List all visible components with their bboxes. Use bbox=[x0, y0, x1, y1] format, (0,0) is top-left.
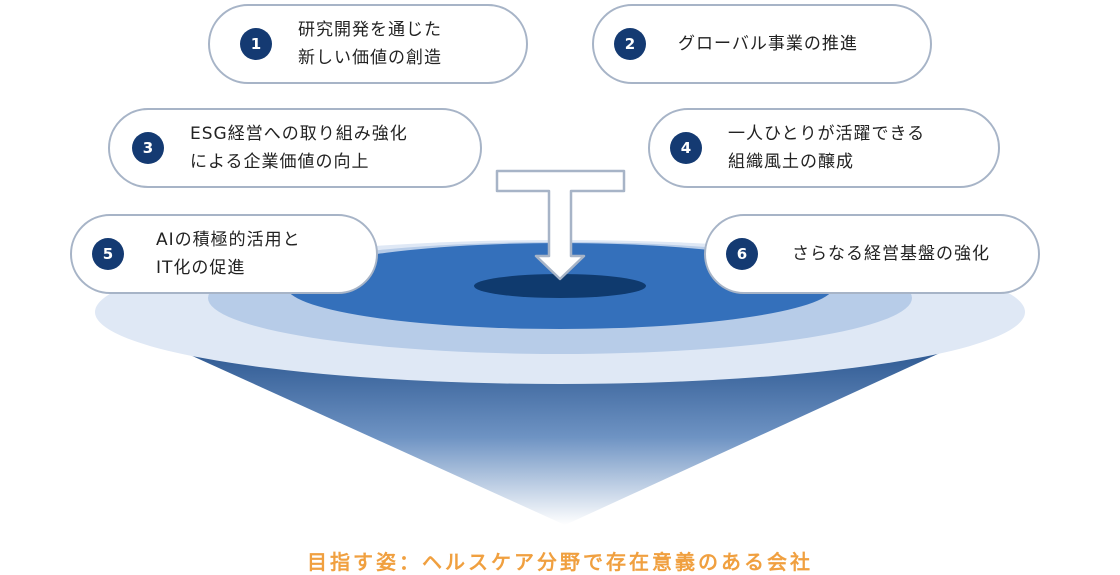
funnel-cone bbox=[135, 330, 990, 525]
item-label-line: ESG経営への取り組み強化 bbox=[190, 124, 408, 144]
item-label-line: 一人ひとりが活躍できる bbox=[728, 124, 926, 144]
item-number-badge: 6 bbox=[726, 238, 758, 270]
item-number-badge: 2 bbox=[614, 28, 646, 60]
item-label: さらなる経営基盤の強化 bbox=[792, 240, 990, 268]
item-label-line: 研究開発を通じた bbox=[298, 20, 442, 40]
item-5: 5 AIの積極的活用と IT化の促進 bbox=[70, 214, 378, 294]
item-label-line: AIの積極的活用と bbox=[156, 230, 301, 250]
item-2: 2 グローバル事業の推進 bbox=[592, 4, 932, 84]
item-label: 研究開発を通じた 新しい価値の創造 bbox=[298, 16, 442, 72]
item-label-line: 新しい価値の創造 bbox=[298, 48, 442, 68]
down-arrow bbox=[495, 169, 626, 281]
item-number-badge: 5 bbox=[92, 238, 124, 270]
funnel-core-disc bbox=[474, 274, 646, 298]
item-label-line: による企業価値の向上 bbox=[190, 152, 370, 172]
item-label: AIの積極的活用と IT化の促進 bbox=[156, 226, 301, 282]
item-number-badge: 4 bbox=[670, 132, 702, 164]
item-6: 6 さらなる経営基盤の強化 bbox=[704, 214, 1040, 294]
item-label: ESG経営への取り組み強化 による企業価値の向上 bbox=[190, 120, 408, 176]
item-4: 4 一人ひとりが活躍できる 組織風土の醸成 bbox=[648, 108, 1000, 188]
item-label-line: IT化の促進 bbox=[156, 258, 246, 278]
item-label-line: グローバル事業の推進 bbox=[678, 34, 858, 54]
item-number-badge: 3 bbox=[132, 132, 164, 164]
item-label: グローバル事業の推進 bbox=[678, 30, 858, 58]
vision-caption: 目指す姿：ヘルスケア分野で存在意義のある会社 bbox=[307, 550, 813, 574]
item-label-line: さらなる経営基盤の強化 bbox=[792, 244, 990, 264]
item-1: 1 研究開発を通じた 新しい価値の創造 bbox=[208, 4, 528, 84]
item-label: 一人ひとりが活躍できる 組織風土の醸成 bbox=[728, 120, 925, 176]
item-label-line: 組織風土の醸成 bbox=[728, 152, 854, 172]
item-3: 3 ESG経営への取り組み強化 による企業価値の向上 bbox=[108, 108, 482, 188]
item-number-badge: 1 bbox=[240, 28, 272, 60]
